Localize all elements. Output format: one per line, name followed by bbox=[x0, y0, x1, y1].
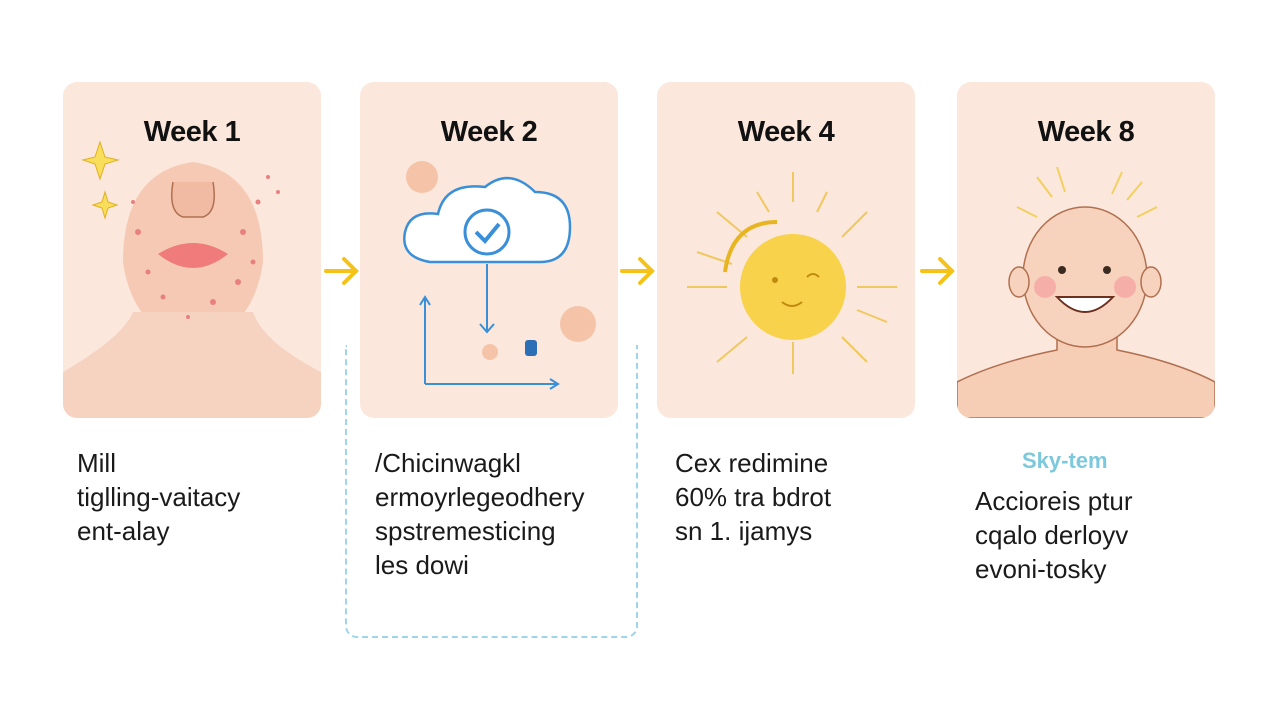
step-title: Week 1 bbox=[143, 116, 241, 148]
step-description-week-1: Mill tiglling-vaitacy ent-alay bbox=[77, 446, 240, 548]
description-line: Mill bbox=[77, 448, 116, 478]
card-week-8: Week 8 bbox=[957, 82, 1215, 418]
irritated-face-icon bbox=[63, 140, 321, 418]
step-title: Week 4 bbox=[737, 116, 835, 148]
step-description-week-8: Accioreis ptur cqalo derloyv evoni-tosky bbox=[975, 484, 1133, 586]
description-line: tiglling-vaitacy bbox=[77, 482, 241, 512]
step-description-week-4: Cex redimine 60% tra bdrot sn 1. ijamys bbox=[675, 446, 831, 548]
description-line: sn 1. ijamys bbox=[675, 516, 813, 546]
description-line: /Chicinwagkl bbox=[375, 448, 521, 478]
sun-icon bbox=[687, 172, 897, 374]
card-week-2: Week 2 bbox=[360, 82, 618, 418]
step-subtitle: Sky-tem bbox=[1022, 448, 1108, 473]
happy-face-icon bbox=[957, 166, 1215, 418]
step-title: Week 2 bbox=[440, 116, 538, 148]
description-line: ent-alay bbox=[77, 516, 170, 546]
arrow-right-icon bbox=[920, 257, 955, 285]
card-week-1: Week 1 bbox=[63, 82, 321, 418]
step-description-week-2: /Chicinwagkl ermoyrlegeodhery spstremest… bbox=[375, 446, 585, 582]
description-line: les dowi bbox=[375, 550, 469, 580]
description-line: 60% tra bdrot bbox=[675, 482, 832, 512]
description-line: Cex redimine bbox=[675, 448, 829, 478]
highlight-frame bbox=[345, 345, 638, 638]
arrow-right-icon bbox=[324, 257, 359, 285]
description-line: spstremesticing bbox=[375, 516, 556, 546]
step-title: Week 8 bbox=[1037, 116, 1135, 148]
card-week-4: Week 4 bbox=[657, 82, 915, 418]
cloud-check-icon bbox=[403, 161, 596, 390]
description-line: Accioreis ptur bbox=[975, 486, 1133, 516]
description-line: evoni-tosky bbox=[975, 554, 1107, 584]
description-line: ermoyrlegeodhery bbox=[375, 482, 585, 512]
arrow-right-icon bbox=[620, 257, 655, 285]
description-line: cqalo derloyv bbox=[975, 520, 1129, 550]
